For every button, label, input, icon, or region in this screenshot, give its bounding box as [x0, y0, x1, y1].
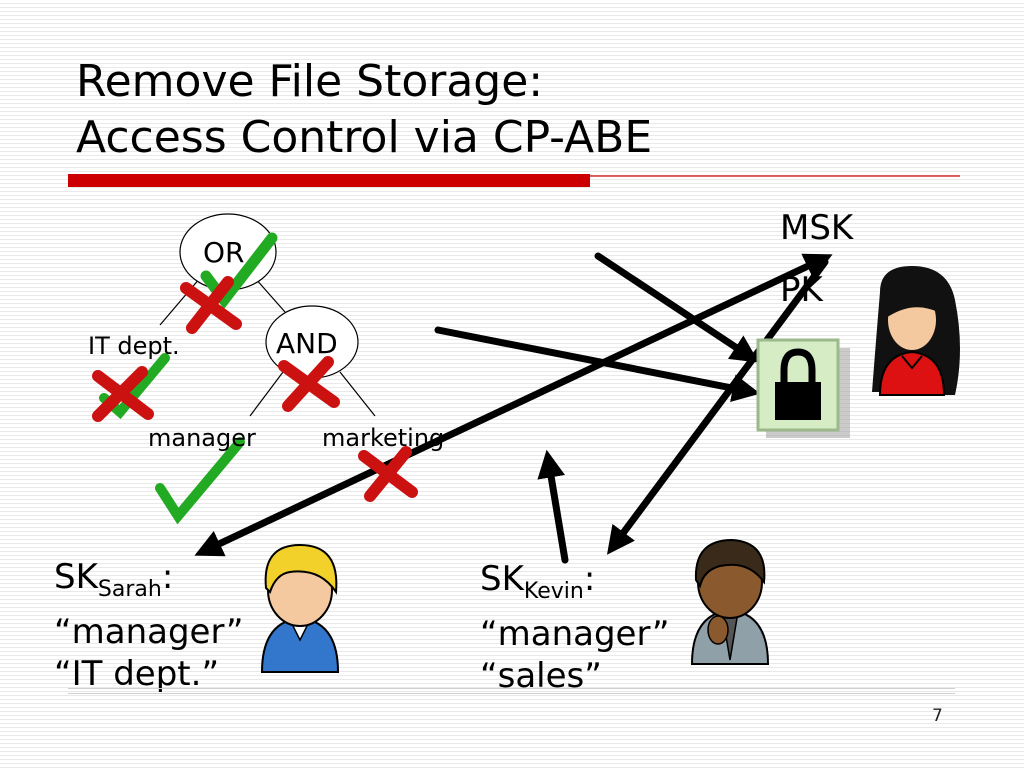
- edge-and-marketing: [339, 371, 376, 417]
- edge-or-itdept: [159, 277, 201, 326]
- or-node-label: OR: [203, 236, 245, 269]
- kevin-attr-manager: “manager”: [480, 614, 670, 654]
- user-kevin-icon: [690, 538, 770, 665]
- cross-icon-and: [278, 356, 340, 412]
- msk-label: MSK: [780, 208, 854, 248]
- sarah-sk-subscript: Sarah: [97, 577, 162, 602]
- kevin-sk-heading: SKKevin:: [480, 558, 669, 613]
- arrow-authority-to-kevin: [606, 258, 829, 555]
- title-underline-thin: [590, 175, 960, 177]
- edge-and-manager: [249, 371, 284, 417]
- kevin-sk-subscript: Kevin: [523, 579, 584, 604]
- sarah-sk-heading: SKSarah:: [54, 556, 243, 611]
- slide-title: Remove File Storage: Access Control via …: [76, 54, 652, 166]
- lock-icon: [756, 338, 850, 438]
- page-number: 7: [932, 706, 943, 726]
- arrow-kevin-up: [537, 449, 569, 564]
- sarah-attr-itdept: “IT dept.”: [54, 654, 220, 694]
- and-node-label: AND: [276, 327, 338, 360]
- title-underline-accent: [68, 174, 590, 187]
- checkmark-icon-manager: [155, 437, 245, 525]
- sarah-key: SKSarah: “manager” “IT dept.”: [54, 556, 243, 695]
- checkmark-icon-or: [200, 232, 278, 310]
- title-line-2: Access Control via CP-ABE: [76, 112, 653, 163]
- sarah-sk-colon: :: [161, 557, 174, 597]
- title-line-1: Remove File Storage:: [76, 56, 544, 107]
- user-sarah-icon: [260, 543, 340, 673]
- pk-label: PK: [780, 270, 823, 310]
- leaf-marketing: marketing: [322, 424, 445, 452]
- footer-rule: [68, 688, 955, 694]
- cross-icon-marketing: [358, 446, 418, 502]
- leaf-it-dept: IT dept.: [88, 332, 180, 360]
- cross-icon-itdept: [92, 366, 154, 422]
- cross-icon-or: [180, 276, 242, 334]
- user-authority-icon: [872, 266, 960, 396]
- arrow-policy-to-lock: [434, 326, 761, 402]
- sarah-sk-label: SK: [54, 557, 98, 597]
- kevin-sk-label: SK: [480, 559, 524, 599]
- leaf-manager: manager: [148, 424, 256, 452]
- kevin-attr-sales: “sales”: [480, 656, 602, 696]
- kevin-sk-colon: :: [583, 559, 596, 599]
- arrow-authority-to-sarah: [194, 253, 833, 557]
- kevin-key: SKKevin: “manager” “sales”: [480, 558, 669, 697]
- edge-or-and: [254, 277, 286, 313]
- sarah-attr-manager: “manager”: [54, 612, 244, 652]
